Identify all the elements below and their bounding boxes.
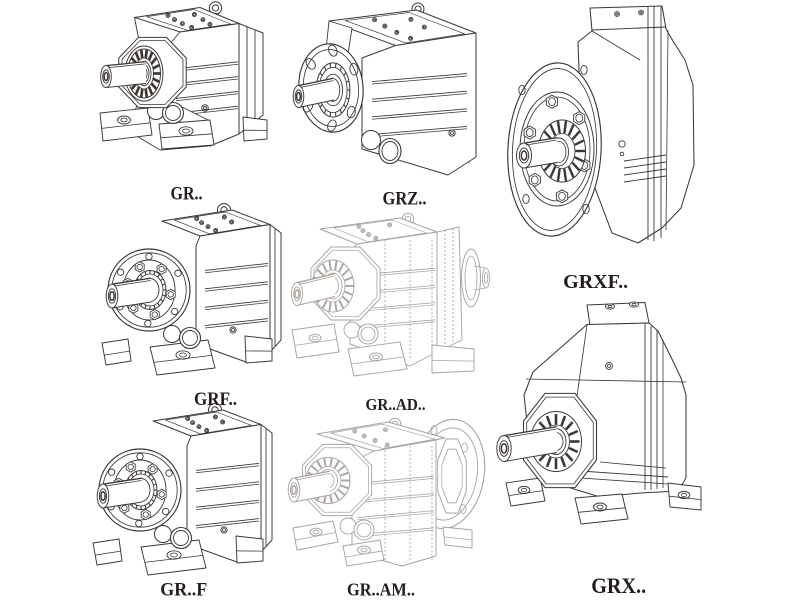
svg-text:GR..: GR.. (171, 185, 203, 205)
svg-text:GR..F: GR..F (160, 580, 207, 600)
svg-text:GR..AD..: GR..AD.. (366, 395, 426, 414)
svg-text:GRXF..: GRXF.. (563, 271, 628, 293)
svg-text:GRZ..: GRZ.. (383, 189, 427, 210)
svg-text:GR..AM..: GR..AM.. (347, 580, 415, 600)
svg-text:GRF..: GRF.. (194, 390, 237, 410)
svg-text:GRX..: GRX.. (591, 573, 646, 598)
